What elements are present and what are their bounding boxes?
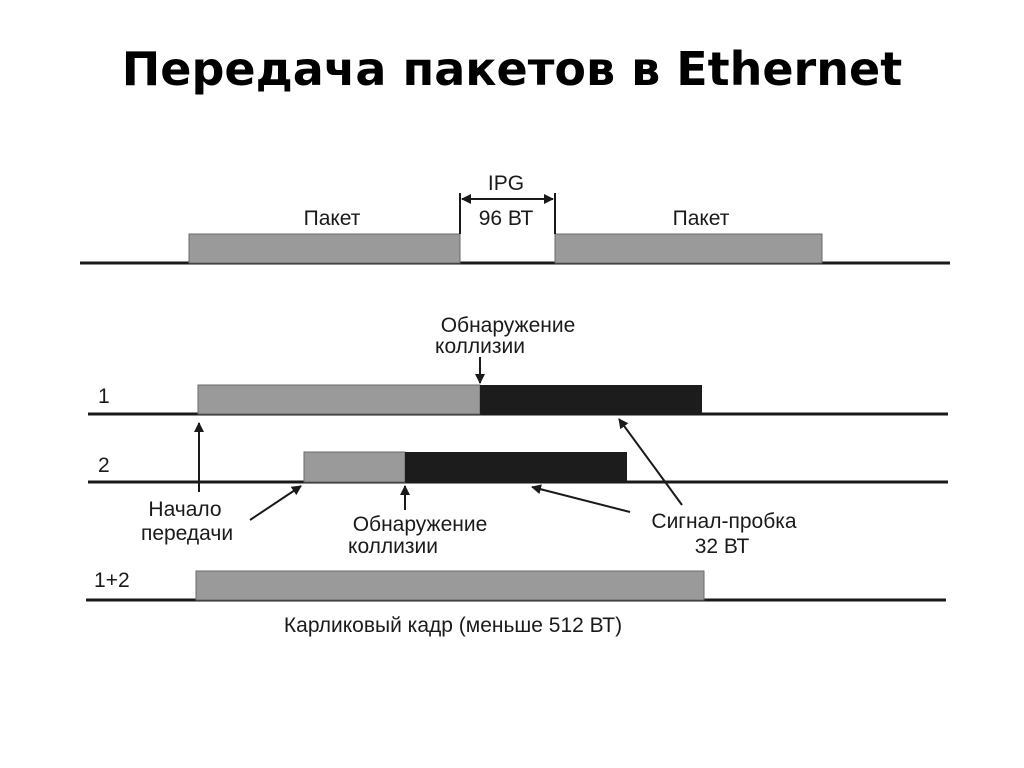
jam-line2: 32 ВТ xyxy=(695,535,750,558)
row12-runt-frame xyxy=(195,570,705,601)
row1-label: 1 xyxy=(98,385,110,408)
start-arrow-row2 xyxy=(249,485,302,521)
jam-arrow-row1 xyxy=(618,418,683,506)
ipg-label: IPG xyxy=(488,172,524,195)
runt-frame-label: Карликовый кадр (меньше 512 ВТ) xyxy=(284,614,622,637)
packet-left xyxy=(188,233,461,264)
slide-title: Передача пакетов в Ethernet xyxy=(121,42,903,96)
jam-line1: Сигнал-пробка xyxy=(651,510,796,533)
collision-top-line1: Обнаружение xyxy=(441,314,576,337)
packet-left-label: Пакет xyxy=(304,207,361,230)
row1-jam-signal xyxy=(480,385,702,414)
start-line1: Начало xyxy=(148,498,221,521)
start-line2: передачи xyxy=(141,522,233,545)
ipg-value: 96 ВТ xyxy=(479,207,534,230)
row2-jam-signal xyxy=(405,452,627,482)
collision-bottom-line2: коллизии xyxy=(348,535,438,558)
packet-right xyxy=(554,233,823,264)
row12-label: 1+2 xyxy=(94,569,130,592)
row2-label: 2 xyxy=(98,454,110,477)
collision-top-line2: коллизии xyxy=(435,335,525,358)
collision-bottom-line1: Обнаружение xyxy=(353,513,488,536)
packet-right-label: Пакет xyxy=(673,207,730,230)
row1-packet xyxy=(197,384,481,415)
row2-packet xyxy=(303,451,406,483)
jam-arrow-row2 xyxy=(531,484,631,513)
